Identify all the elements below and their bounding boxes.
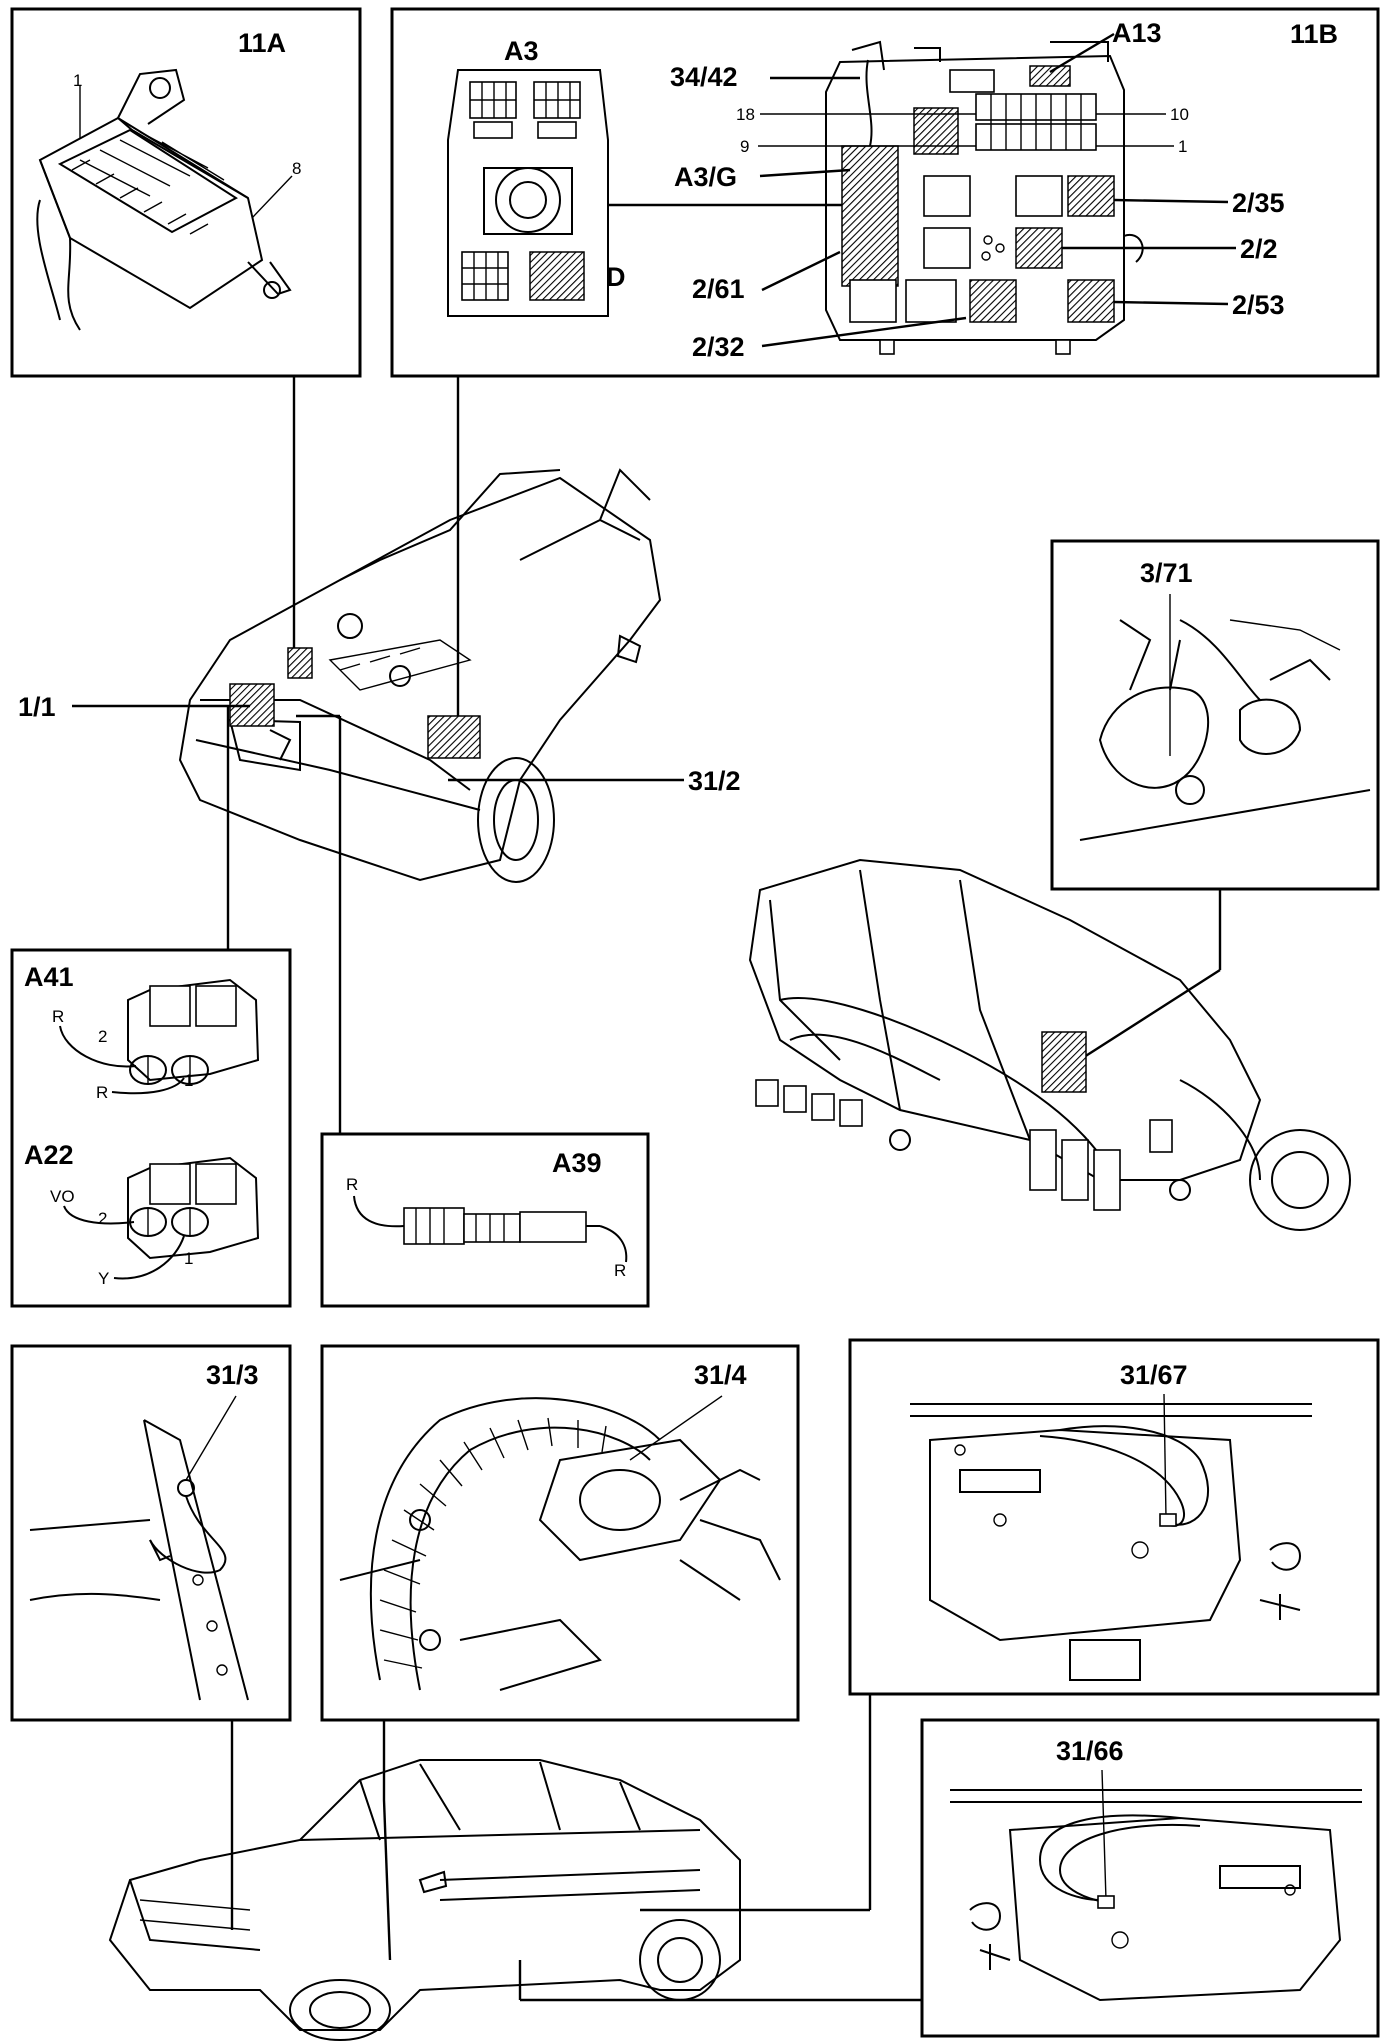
label-10: 10 [1170, 105, 1189, 124]
connector-a39-icon [403, 1207, 600, 1245]
label-a3-g: A3/G [674, 162, 737, 192]
label-d: D [606, 262, 626, 292]
a41-pin-bottom: 1 [184, 1071, 193, 1090]
panel-31-66-title: 31/66 [1056, 1736, 1124, 1766]
panel-a41-a22: A41 R 2 R 1 A22 VO 2 Y 1 [10, 948, 292, 1308]
connector-a22-icon [127, 1156, 260, 1260]
label-2-32: 2/32 [692, 332, 745, 362]
panel-31-4: 31/4 [320, 1344, 800, 1961]
relay-connector-icon [447, 69, 609, 317]
a22-wire-bottom: Y [98, 1269, 109, 1288]
a22-pin-top: 2 [98, 1209, 107, 1228]
a41-wire-bottom: R [96, 1083, 108, 1102]
panel-11b-title: 11B [1290, 19, 1338, 49]
panel-11a-pin-8: 8 [292, 159, 301, 178]
panel-a41-title: A41 [24, 962, 74, 992]
panel-31-66: 31/66 [920, 1718, 1380, 2038]
a41-wire-top: R [52, 1007, 64, 1026]
panel-31-4-title: 31/4 [694, 1360, 747, 1390]
label-1: 1 [1178, 137, 1187, 156]
label-34-42: 34/42 [670, 62, 738, 92]
label-2-35: 2/35 [1232, 188, 1285, 218]
door-panel-ground-icon [910, 1403, 1312, 1681]
panel-3-71: 3/71 [1050, 539, 1380, 1068]
panel-31-67-title: 31/67 [1120, 1360, 1188, 1390]
panel-11b: 11B A3 D [390, 7, 1380, 378]
wire-harness-icon [339, 1397, 781, 1691]
fuse-box-icon [36, 68, 292, 331]
panel-a39-title: A39 [552, 1148, 602, 1178]
car-front-icon [178, 468, 662, 883]
a41-pin-top: 2 [98, 1027, 107, 1046]
transmission-sensor-icon [1079, 619, 1371, 841]
pillar-ground-icon [29, 1419, 249, 1701]
transmission-icon [748, 858, 1351, 1231]
panel-3-71-title: 3/71 [1140, 558, 1193, 588]
panel-11a: 11A 1 8 [10, 7, 362, 378]
label-2-2: 2/2 [1240, 234, 1278, 264]
panel-31-67: 31/67 [640, 1338, 1380, 1912]
connector-a41-icon [127, 978, 260, 1085]
callout-31-2: 31/2 [688, 766, 741, 796]
label-a13: A13 [1112, 18, 1162, 48]
car-side-icon [108, 1759, 741, 2041]
label-18: 18 [736, 105, 755, 124]
door-panel-ground-icon [950, 1789, 1362, 2002]
panel-11a-title: 11A [238, 28, 286, 58]
panel-31-3-title: 31/3 [206, 1360, 259, 1390]
callout-1-1: 1/1 [18, 692, 56, 722]
label-2-53: 2/53 [1232, 290, 1285, 320]
panel-a22-title: A22 [24, 1140, 74, 1170]
panel-a39: A39 R R [320, 1132, 650, 1308]
panel-11a-pin-1: 1 [73, 71, 82, 90]
panel-31-3: 31/3 [10, 1344, 292, 1930]
label-9: 9 [740, 137, 749, 156]
a39-wire-right: R [614, 1261, 626, 1280]
label-a3: A3 [504, 36, 539, 66]
a22-pin-bottom: 1 [184, 1249, 193, 1268]
a22-wire-top: VO [50, 1187, 75, 1206]
label-2-61: 2/61 [692, 274, 745, 304]
a39-wire-left: R [346, 1175, 358, 1194]
